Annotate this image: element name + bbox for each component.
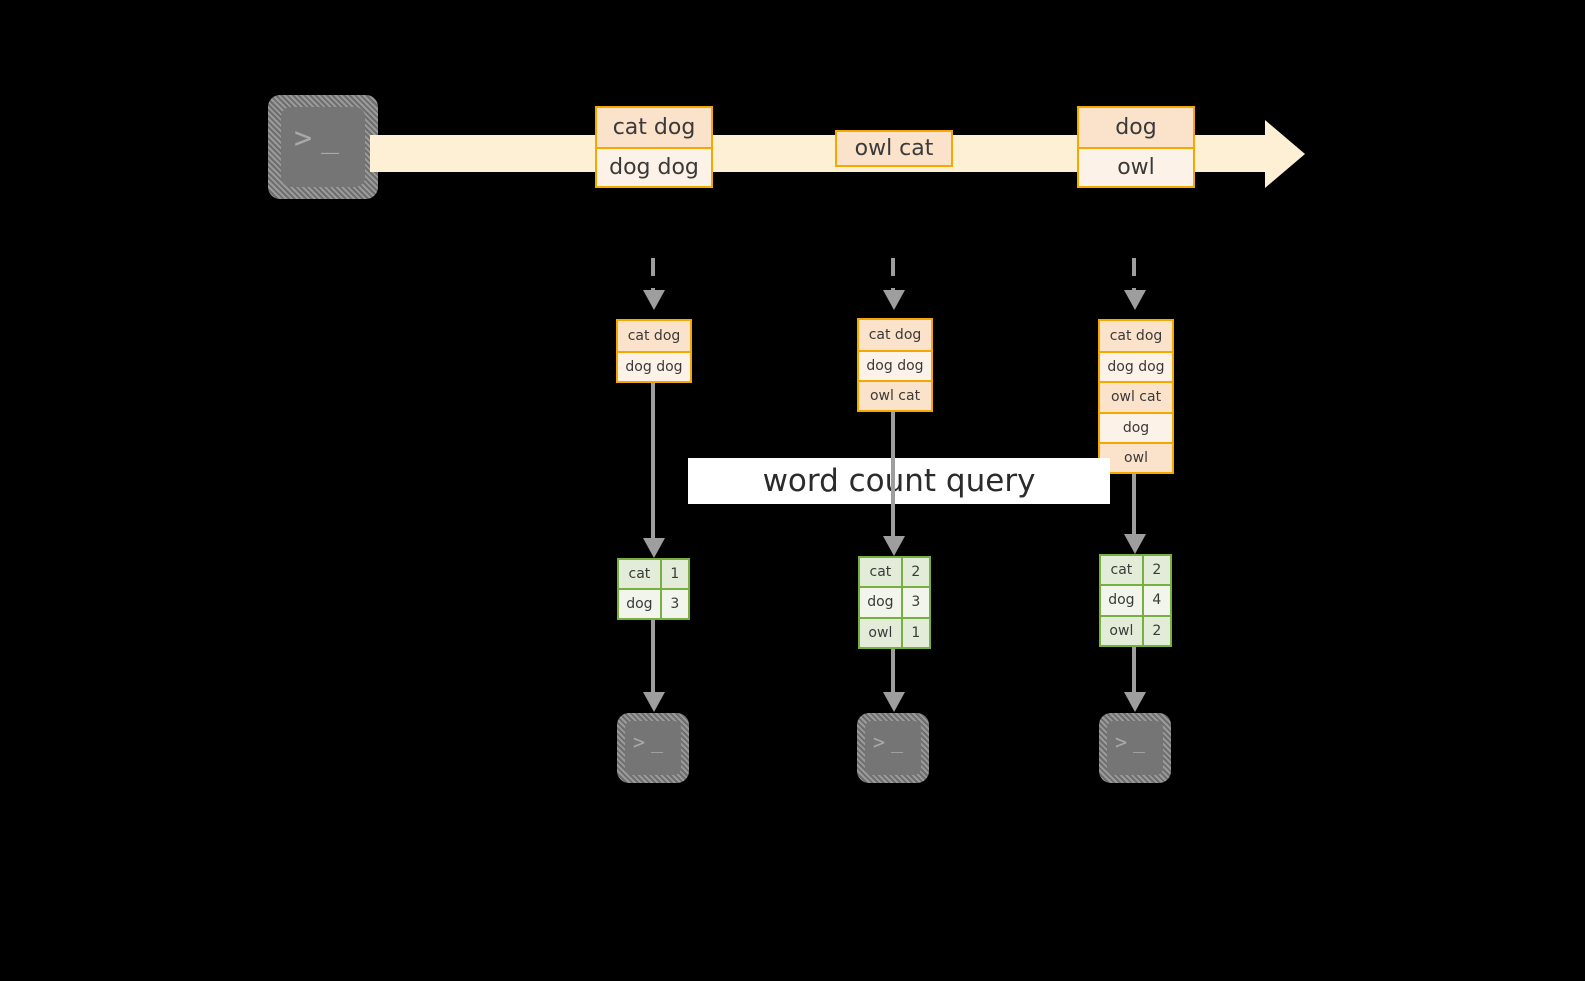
arrow-down-icon — [883, 536, 905, 556]
snapshot-1-sink-line — [651, 620, 655, 692]
table-cell-word: dog — [1101, 586, 1144, 615]
arrow-down-dashed-icon — [883, 290, 905, 310]
table-cell-count: 1 — [902, 618, 929, 647]
arrow-down-dashed-icon — [1124, 290, 1146, 310]
table-row: owl 1 — [860, 616, 929, 647]
table-cell-count: 2 — [1143, 556, 1170, 585]
terminal-prompt-glyph: > — [294, 121, 314, 156]
arrow-down-icon — [643, 538, 665, 558]
terminal-cursor-glyph: _ — [321, 120, 341, 155]
snapshot-input-line: cat dog — [859, 320, 931, 350]
snapshot-input-line: dog — [1100, 411, 1172, 442]
terminal-prompt-glyph: > — [633, 730, 647, 754]
snapshot-2-query-line-overlay — [891, 458, 895, 504]
snapshot-input-line: cat dog — [1100, 321, 1172, 352]
snapshot-1-result-table[interactable]: cat 1 dog 3 — [617, 558, 690, 620]
table-row: owl 2 — [1101, 614, 1170, 645]
snapshot-1-inbound-line — [651, 258, 655, 290]
snapshot-input-line: dog dog — [618, 351, 690, 381]
arrow-down-dashed-icon — [643, 290, 665, 310]
stream-record-line: owl — [1079, 147, 1193, 186]
snapshot-2-sink-terminal-icon[interactable]: > _ — [865, 721, 921, 775]
terminal-cursor-glyph: _ — [891, 729, 905, 753]
terminal-cursor-glyph: _ — [651, 729, 665, 753]
terminal-cursor-glyph: _ — [1133, 729, 1147, 753]
terminal-prompt-glyph: > — [1115, 730, 1129, 754]
table-row: cat 2 — [1101, 556, 1170, 585]
table-cell-word: cat — [619, 560, 662, 588]
snapshot-1-sink-terminal-icon[interactable]: > _ — [625, 721, 681, 775]
table-cell-count: 3 — [661, 590, 688, 618]
snapshot-2-sink-line — [891, 649, 895, 692]
table-cell-count: 3 — [902, 588, 929, 617]
snapshot-3-result-table[interactable]: cat 2 dog 4 owl 2 — [1099, 554, 1172, 647]
table-cell-count: 1 — [661, 560, 688, 588]
table-row: dog 4 — [1101, 584, 1170, 615]
stream-record-2[interactable]: owl cat — [835, 130, 953, 167]
table-cell-count: 2 — [1143, 616, 1170, 645]
snapshot-3-sink-terminal-icon[interactable]: > _ — [1107, 721, 1163, 775]
snapshot-3-sink-line — [1132, 647, 1136, 692]
snapshot-1-query-line — [651, 383, 655, 538]
arrow-down-icon — [1124, 534, 1146, 554]
snapshot-2-input-box[interactable]: cat dog dog dog owl cat — [857, 318, 933, 412]
table-cell-count: 2 — [902, 558, 929, 587]
table-row: dog 3 — [619, 588, 688, 618]
snapshot-input-line: owl cat — [1100, 381, 1172, 412]
table-cell-count: 4 — [1143, 586, 1170, 615]
snapshot-2-inbound-line — [891, 258, 895, 290]
snapshot-input-line: owl cat — [859, 379, 931, 410]
snapshot-3-input-box[interactable]: cat dog dog dog owl cat dog owl — [1098, 319, 1174, 474]
arrow-down-icon — [643, 692, 665, 712]
terminal-prompt-glyph: > — [873, 730, 887, 754]
snapshot-3-inbound-line — [1132, 258, 1136, 290]
arrow-down-icon — [883, 692, 905, 712]
stream-record-line: cat dog — [597, 108, 711, 147]
source-terminal-icon[interactable]: > _ — [281, 107, 365, 187]
table-cell-word: dog — [619, 590, 662, 618]
table-cell-word: cat — [860, 558, 903, 587]
table-cell-word: owl — [860, 618, 903, 647]
page-title: word count query — [688, 458, 1110, 504]
snapshot-input-line: cat dog — [618, 321, 690, 351]
table-cell-word: owl — [1101, 616, 1144, 645]
snapshot-3-query-line — [1132, 474, 1136, 534]
snapshot-1-input-box[interactable]: cat dog dog dog — [616, 319, 692, 383]
table-cell-word: cat — [1101, 556, 1144, 585]
stream-record-line: dog — [1079, 108, 1193, 147]
table-cell-word: dog — [860, 588, 903, 617]
snapshot-input-line: owl — [1100, 441, 1172, 472]
stream-record-1[interactable]: cat dog dog dog — [595, 106, 713, 188]
table-row: dog 3 — [860, 586, 929, 617]
stream-record-line: owl cat — [837, 132, 951, 165]
arrow-down-icon — [1124, 692, 1146, 712]
stream-record-3[interactable]: dog owl — [1077, 106, 1195, 188]
snapshot-input-line: dog dog — [1100, 351, 1172, 382]
table-row: cat 1 — [619, 560, 688, 588]
stream-record-line: dog dog — [597, 147, 711, 186]
table-row: cat 2 — [860, 558, 929, 587]
arrow-right-icon — [1265, 120, 1305, 188]
snapshot-2-result-table[interactable]: cat 2 dog 3 owl 1 — [858, 556, 931, 649]
snapshot-input-line: dog dog — [859, 349, 931, 380]
